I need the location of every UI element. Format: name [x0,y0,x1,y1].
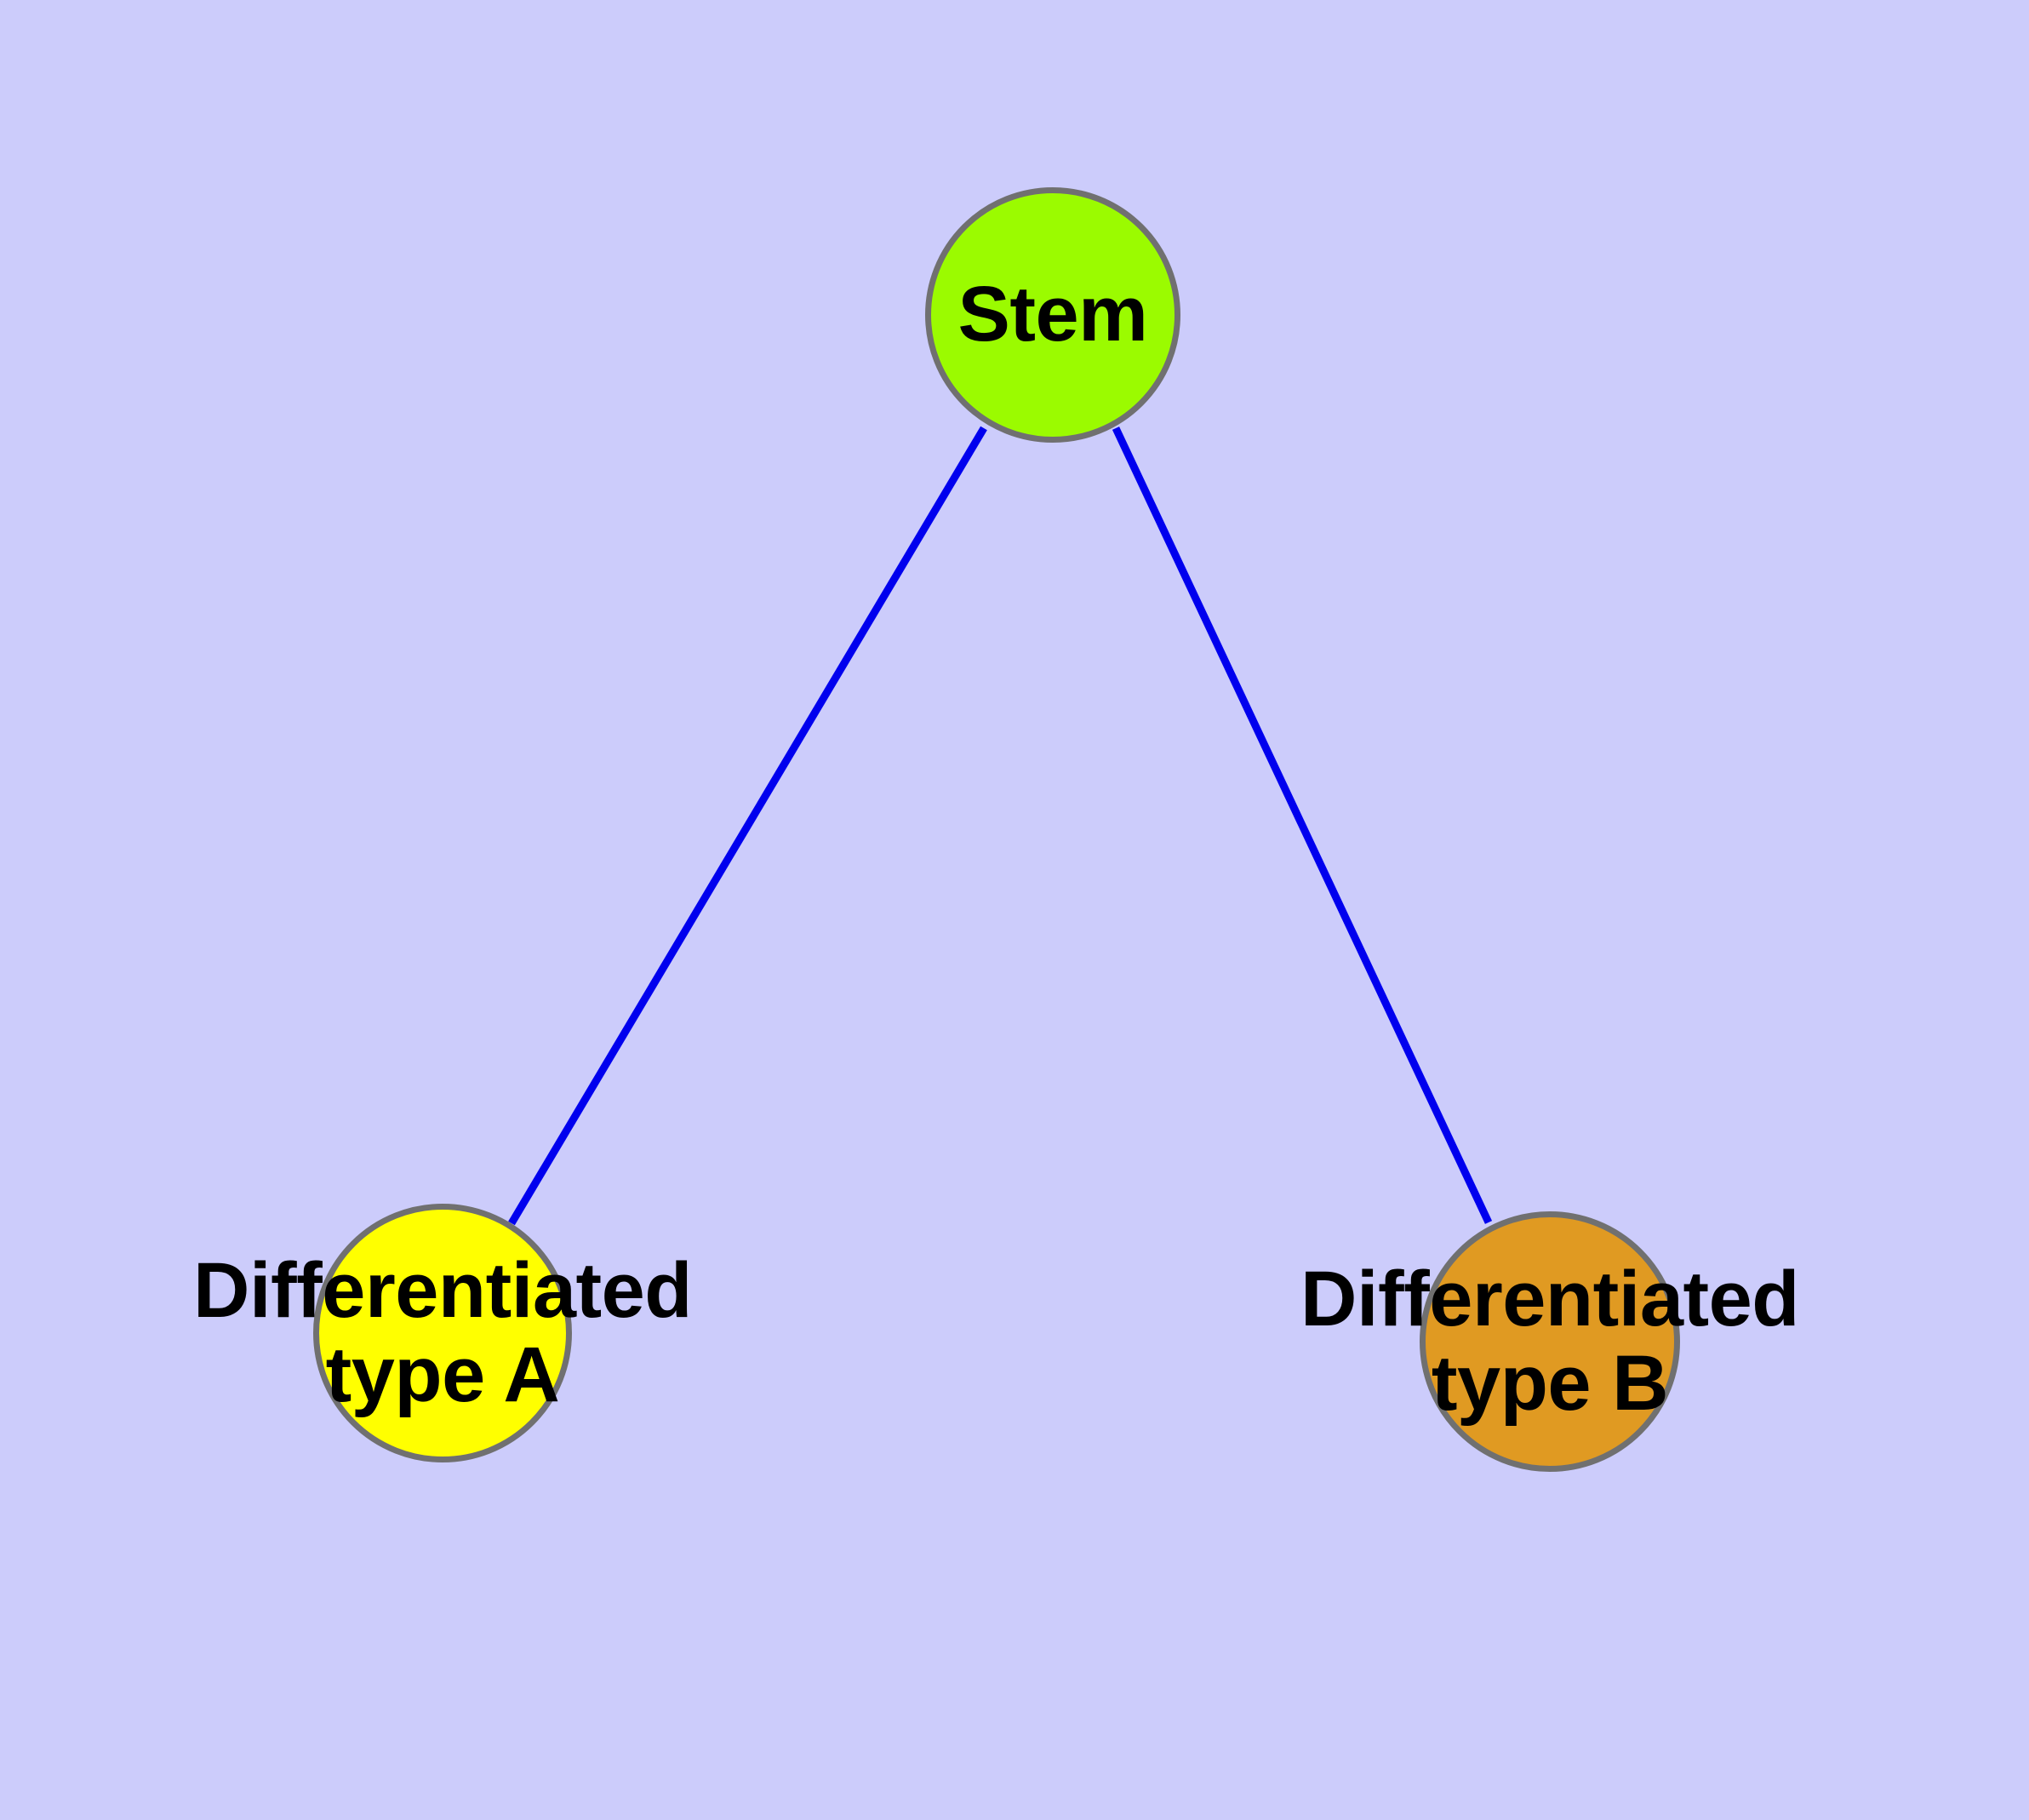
node-differentiated-type-b[interactable] [1420,1211,1680,1472]
edge-stem-to-diff-b[interactable] [1112,426,1493,1224]
node-differentiated-type-a[interactable] [313,1204,572,1462]
node-stem[interactable] [925,187,1180,443]
edge-stem-to-diff-a[interactable] [508,426,987,1226]
